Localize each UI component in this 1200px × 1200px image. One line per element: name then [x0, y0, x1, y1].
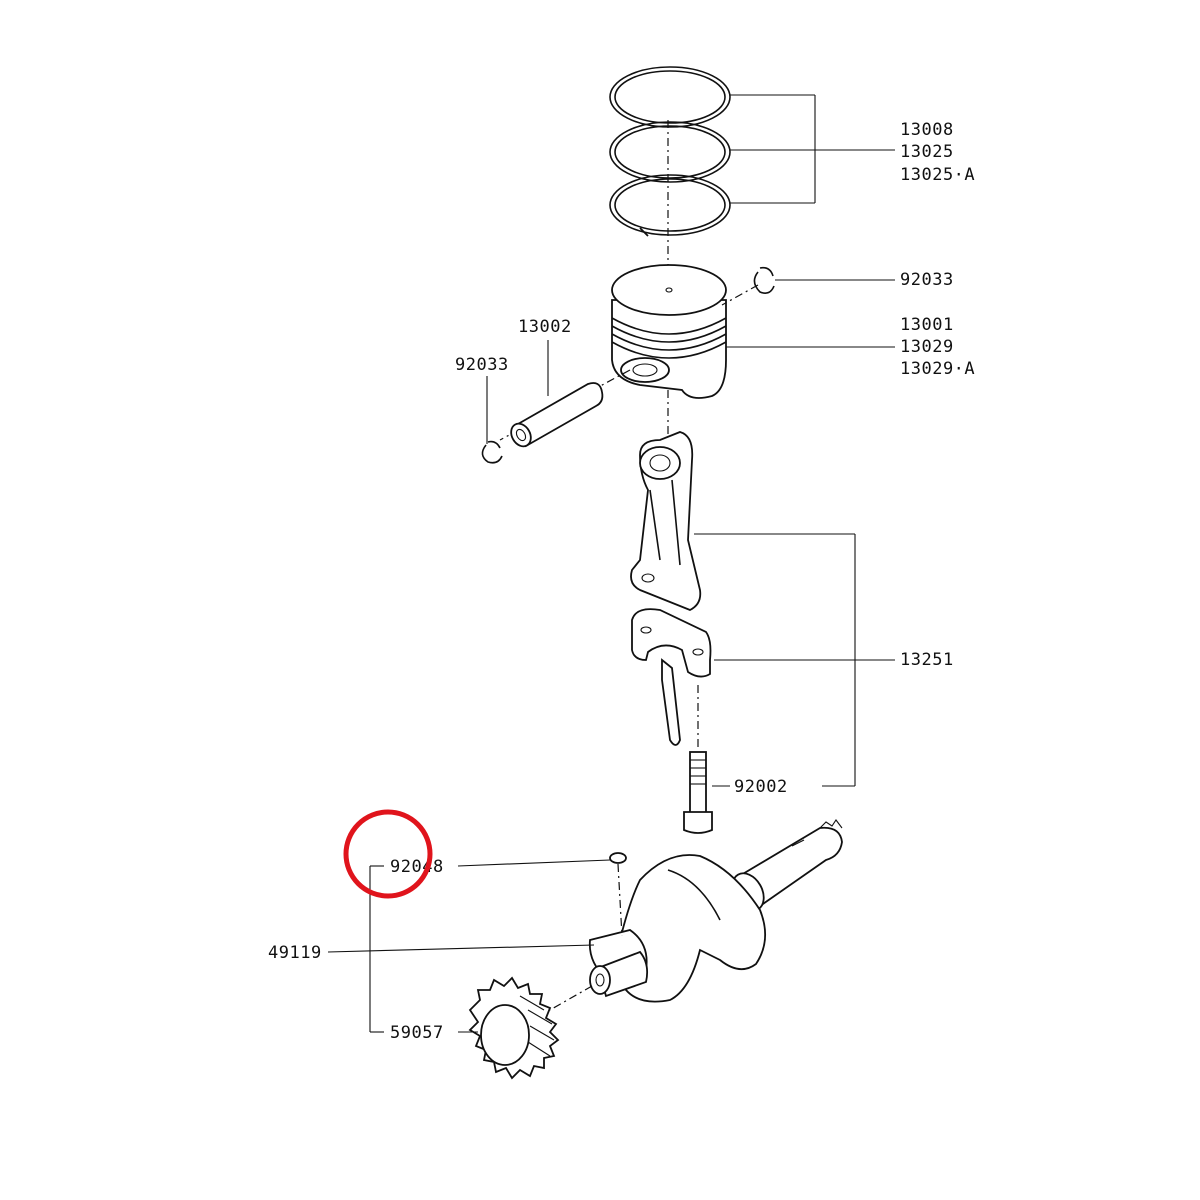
label-59057: 59057 — [390, 1023, 444, 1043]
label-13025a: 13025·A — [900, 165, 975, 185]
rod-cap — [631, 608, 712, 746]
label-92033-right: 92033 — [900, 270, 954, 290]
leader-lines — [327, 94, 895, 1033]
circlip-left — [481, 440, 503, 464]
label-13008: 13008 — [900, 120, 954, 140]
piston — [611, 264, 727, 399]
rod-bolt — [683, 685, 713, 834]
label-13001: 13001 — [900, 315, 954, 335]
label-13251: 13251 — [900, 650, 954, 670]
part-labels: 13008 13025 13025·A 92033 13001 13029 13… — [268, 120, 975, 1043]
highlight-circle — [343, 809, 433, 899]
piston-rings — [609, 66, 731, 237]
label-13002: 13002 — [518, 317, 572, 337]
connecting-rod — [630, 431, 702, 611]
label-13025: 13025 — [900, 142, 954, 162]
label-92048: 92048 — [390, 857, 444, 877]
crank-gear — [468, 976, 593, 1080]
label-92002: 92002 — [734, 777, 788, 797]
label-13029: 13029 — [900, 337, 954, 357]
piston-pin — [499, 369, 631, 448]
crankshaft — [588, 819, 843, 1003]
circlip-right — [721, 266, 775, 306]
label-13029a: 13029·A — [900, 359, 975, 379]
label-49119: 49119 — [268, 943, 322, 963]
woodruff-key — [609, 852, 627, 937]
label-92033-left: 92033 — [455, 355, 509, 375]
